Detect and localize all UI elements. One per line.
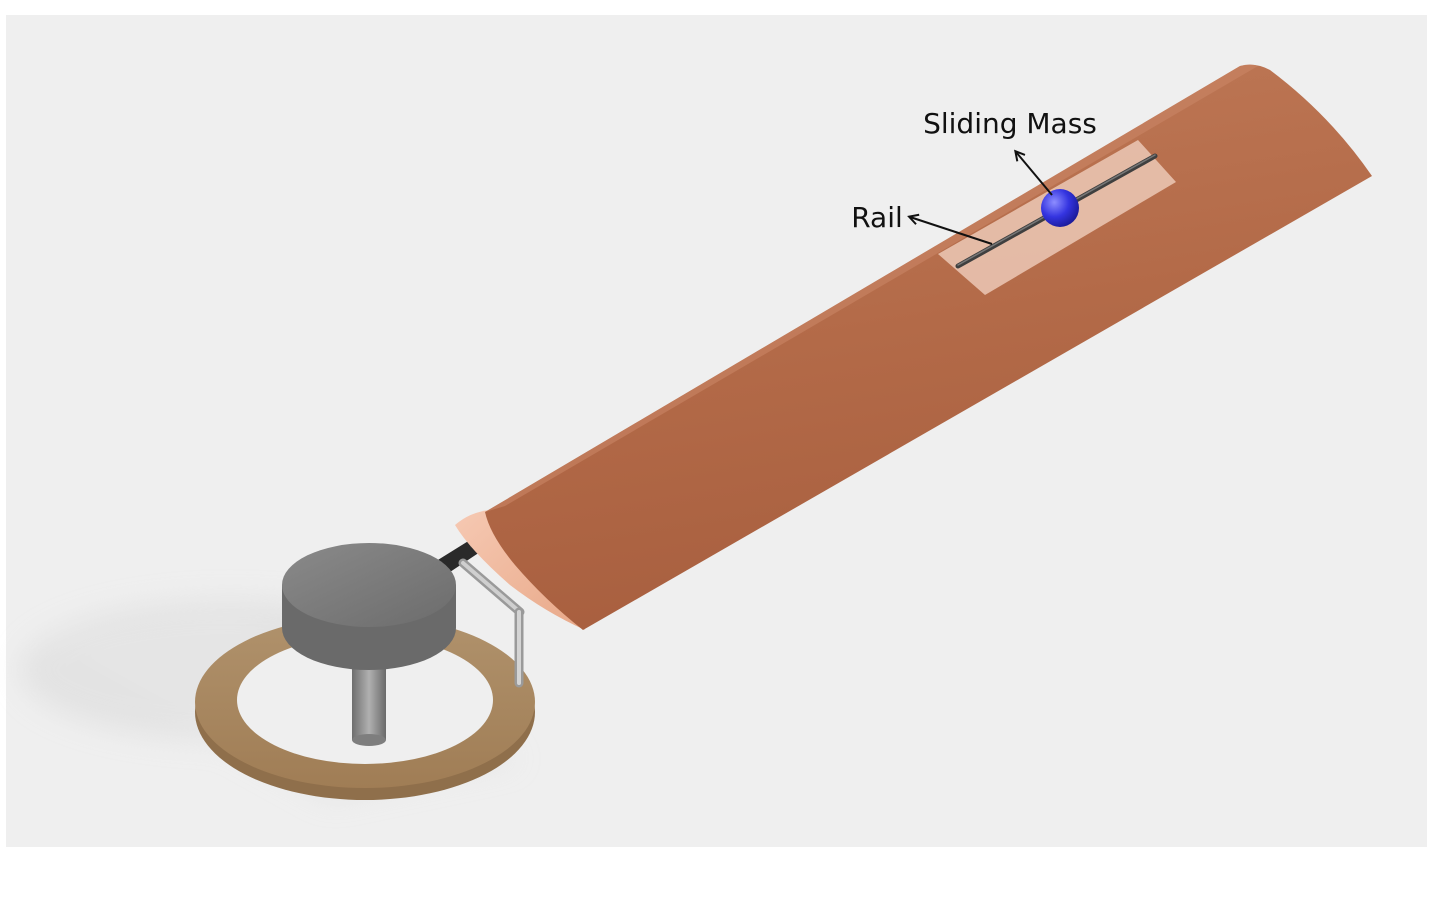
rotor-blade [455, 64, 1372, 630]
arrow-icon [1016, 152, 1053, 196]
hub-disc [282, 543, 456, 670]
sliding-mass-label: Sliding Mass [923, 107, 1097, 140]
rail-label: Rail [851, 201, 903, 234]
blade-surface [485, 64, 1372, 630]
arrow-icon [910, 217, 993, 245]
sliding-mass [1041, 189, 1079, 227]
pitch-link [458, 558, 525, 688]
